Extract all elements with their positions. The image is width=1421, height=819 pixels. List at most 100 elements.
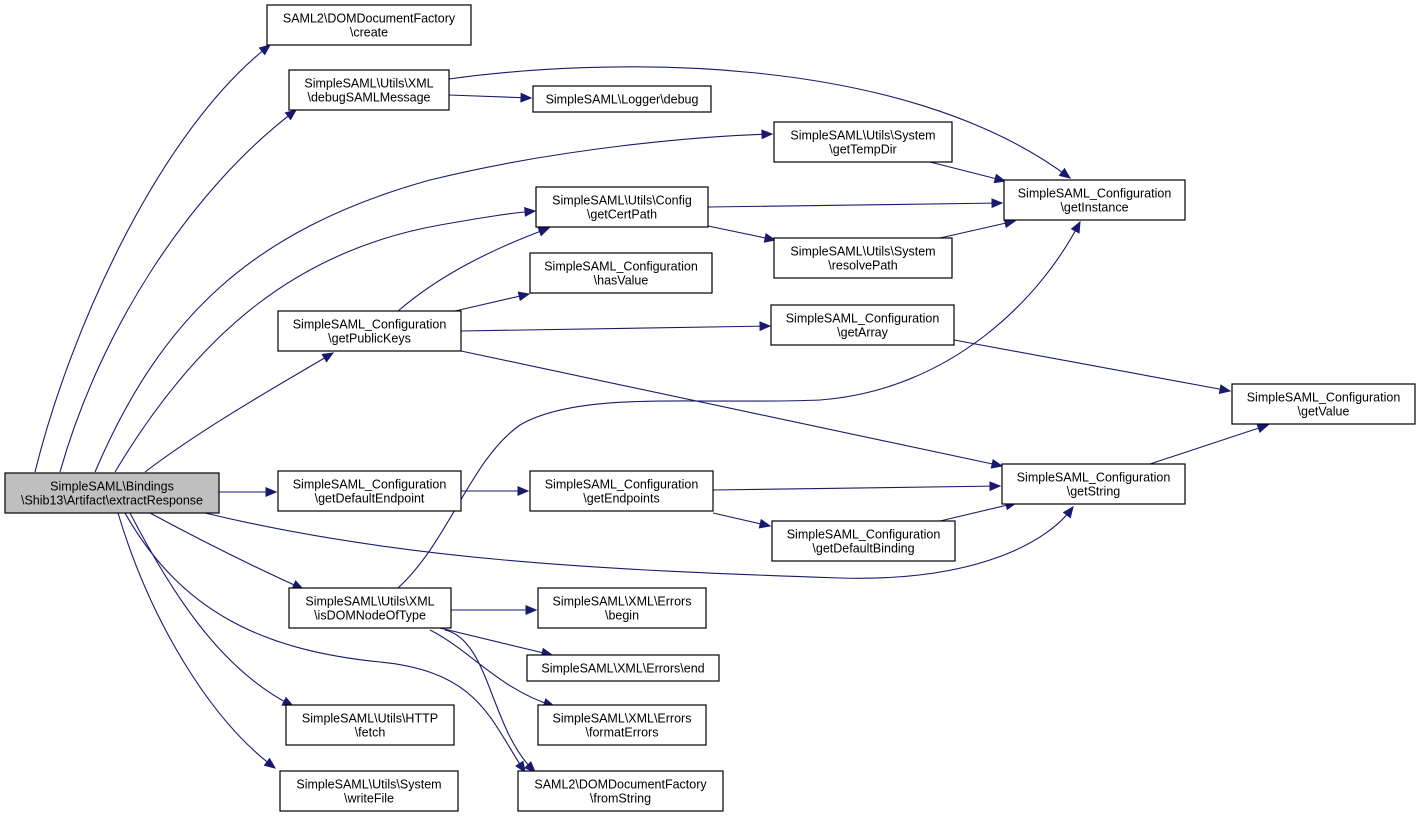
node-label: \getString <box>1067 485 1121 499</box>
node-n3[interactable]: SimpleSAML\Utils\XML\debugSAMLMessage <box>288 69 450 111</box>
edge-line <box>114 210 536 473</box>
node-label: \getArray <box>837 326 888 340</box>
node-n9[interactable]: SimpleSAML_Configuration\hasValue <box>529 252 713 294</box>
node-box <box>288 69 450 111</box>
arrowhead-icon <box>263 757 277 769</box>
node-box <box>537 704 707 746</box>
node-label: SimpleSAML\Utils\System <box>790 129 935 143</box>
node-n16[interactable]: SimpleSAML_Configuration\getDefaultBindi… <box>771 520 956 562</box>
edge-line <box>124 512 526 773</box>
node-n15[interactable]: SimpleSAML_Configuration\getString <box>1001 463 1186 505</box>
arrowhead-icon <box>763 233 777 243</box>
node-n13[interactable]: SimpleSAML_Configuration\getDefaultEndpo… <box>277 470 462 512</box>
edge-line <box>460 350 1003 467</box>
arrowhead-icon <box>1256 423 1270 433</box>
node-box <box>526 654 720 682</box>
arrowhead-icon <box>758 518 772 529</box>
node-box <box>1231 383 1416 425</box>
arrowhead-icon <box>1058 167 1072 179</box>
node-n5[interactable]: SimpleSAML\Utils\System\getTempDir <box>773 121 953 163</box>
arrowhead-icon <box>759 321 772 332</box>
node-n21[interactable]: SimpleSAML\Utils\HTTP\fetch <box>285 704 455 746</box>
edge-line <box>144 352 334 473</box>
arrowhead-icon <box>284 109 298 121</box>
node-label: \getPublicKeys <box>328 332 411 346</box>
node-box <box>517 770 724 812</box>
edge-n14-n15 <box>712 481 1002 492</box>
edge-n10-n7 <box>397 227 551 312</box>
node-box <box>277 310 462 352</box>
node-n19[interactable]: SimpleSAML\XML\Errors\end <box>526 654 720 682</box>
node-label: \isDOMNodeOfType <box>314 609 426 623</box>
edge-n8-n6 <box>939 218 1017 239</box>
edge-n1-n7 <box>114 206 537 473</box>
edge-line <box>707 225 776 241</box>
edge-line <box>454 293 530 312</box>
node-n14[interactable]: SimpleSAML_Configuration\getEndpoints <box>529 470 714 512</box>
arrowhead-icon <box>989 481 1002 492</box>
edge-n3-n4 <box>448 92 533 103</box>
arrowhead-icon <box>265 487 278 497</box>
edge-n1-n5 <box>94 129 774 473</box>
node-box <box>277 470 462 512</box>
node-label: \resolvePath <box>828 259 898 273</box>
edge-line <box>429 629 555 707</box>
edge-n1-n13 <box>219 487 278 497</box>
arrowhead-icon <box>761 129 774 140</box>
arrowhead-icon <box>993 173 1007 184</box>
arrowhead-icon <box>517 291 531 302</box>
node-box <box>266 4 472 46</box>
node-n20[interactable]: SimpleSAML\XML\Errors\formatErrors <box>537 704 707 746</box>
arrowhead-icon <box>321 352 335 363</box>
edge-line <box>444 629 536 773</box>
node-label: SimpleSAML_Configuration <box>293 318 447 332</box>
node-n12[interactable]: SimpleSAML_Configuration\getValue <box>1231 383 1416 425</box>
node-label: SimpleSAML\Utils\Config <box>552 194 692 208</box>
node-box <box>537 587 707 629</box>
node-box <box>1003 179 1186 221</box>
node-n1[interactable]: SimpleSAML\Bindings\Shib13\Artifact\extr… <box>4 472 220 514</box>
node-n2[interactable]: SAML2\DOMDocumentFactory\create <box>266 4 472 46</box>
node-label: SimpleSAML\Utils\XML <box>305 595 434 609</box>
edge-n1-n23 <box>117 512 277 769</box>
edge-line <box>460 325 771 332</box>
edge-n1-n3 <box>59 109 298 473</box>
node-label: \writeFile <box>344 792 394 806</box>
node-label: SimpleSAML\Logger\debug <box>546 93 699 107</box>
node-n6[interactable]: SimpleSAML_Configuration\getInstance <box>1003 179 1186 221</box>
arrowhead-icon <box>991 198 1004 209</box>
edge-n13-n14 <box>461 486 530 496</box>
edge-line <box>1149 424 1269 465</box>
edges-layer <box>34 44 1270 774</box>
edge-line <box>129 512 294 707</box>
node-n18[interactable]: SimpleSAML\XML\Errors\begin <box>537 587 707 629</box>
edge-line <box>117 512 276 769</box>
node-n11[interactable]: SimpleSAML_Configuration\getArray <box>770 304 955 346</box>
node-label: SimpleSAML_Configuration <box>787 528 941 542</box>
node-label: \getCertPath <box>587 208 657 222</box>
node-n23[interactable]: SimpleSAML\Utils\System\writeFile <box>279 770 459 812</box>
node-n7[interactable]: SimpleSAML\Utils\Config\getCertPath <box>535 186 709 228</box>
node-label: \getInstance <box>1060 201 1128 215</box>
node-label: SimpleSAML_Configuration <box>1017 471 1171 485</box>
node-label: SimpleSAML\Utils\System <box>790 245 935 259</box>
node-label: \Shib13\Artifact\extractResponse <box>21 494 203 508</box>
edge-line <box>707 202 1003 208</box>
node-n4[interactable]: SimpleSAML\Logger\debug <box>532 85 712 113</box>
node-n22[interactable]: SAML2\DOMDocumentFactory\fromString <box>517 770 724 812</box>
node-label: \getDefaultEndpoint <box>315 492 425 506</box>
edge-n1-n2 <box>34 44 272 473</box>
edge-line <box>397 227 550 312</box>
arrowhead-icon <box>1070 220 1081 234</box>
node-n17[interactable]: SimpleSAML\Utils\XML\isDOMNodeOfType <box>288 587 452 629</box>
nodes-layer: SimpleSAML\Bindings\Shib13\Artifact\extr… <box>4 4 1416 812</box>
node-box <box>529 252 713 294</box>
node-n10[interactable]: SimpleSAML_Configuration\getPublicKeys <box>277 310 462 352</box>
edge-n1-n10 <box>144 352 335 473</box>
node-box <box>773 121 953 163</box>
node-label: \begin <box>605 609 639 623</box>
arrowhead-icon <box>524 761 536 773</box>
edge-n10-n11 <box>460 321 772 332</box>
node-n8[interactable]: SimpleSAML\Utils\System\resolvePath <box>773 237 953 279</box>
